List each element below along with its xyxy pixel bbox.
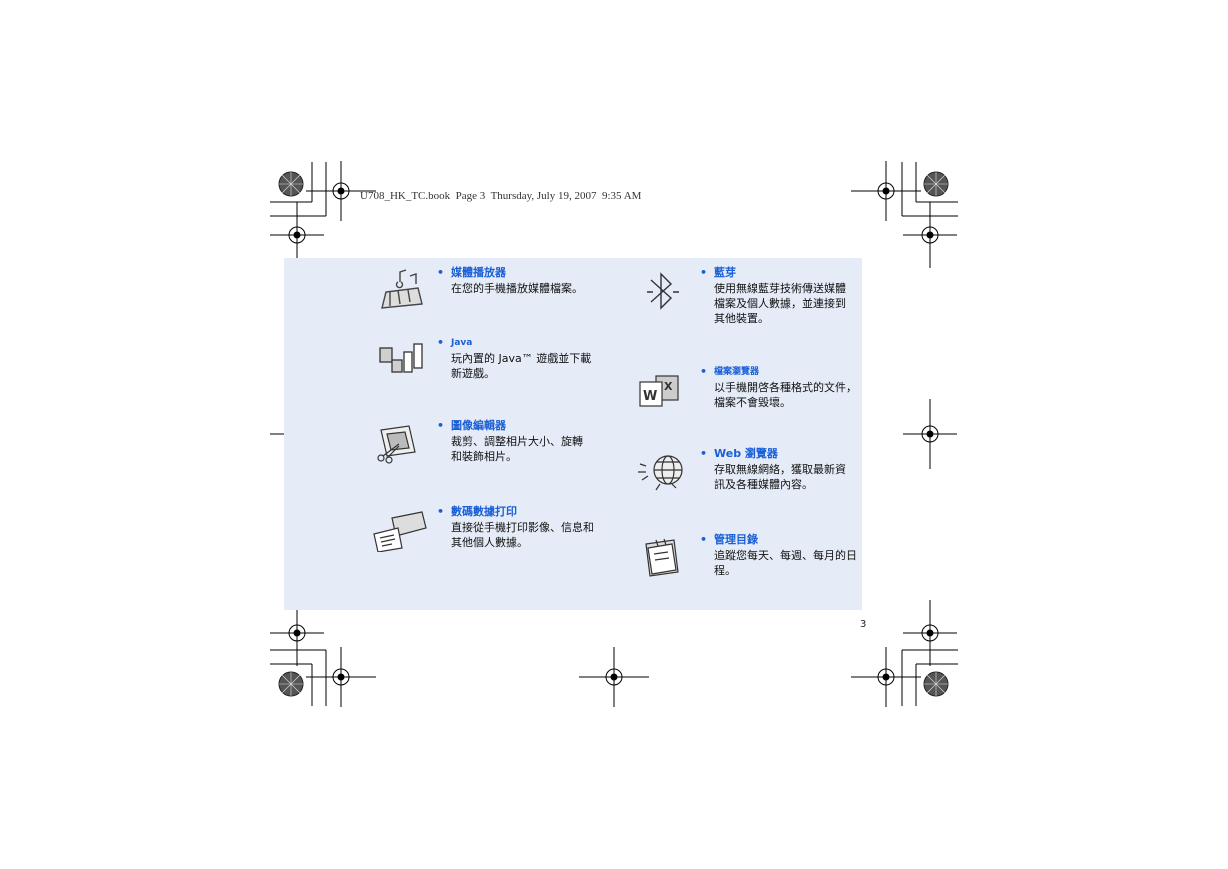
feature-desc: 裁剪、調整相片大小、旋轉和裝飾相片。 <box>451 435 583 463</box>
page-number: 3 <box>860 619 867 630</box>
page-header: U708_HK_TC.book Page 3 Thursday, July 19… <box>360 190 642 202</box>
printer-icon <box>373 511 427 552</box>
feature-desc: 以手機開啓各種格式的文件，檔案不會毀壞。 <box>714 381 857 409</box>
bullet: • <box>437 419 445 432</box>
feature-desc: 直接從手機打印影像、信息和其他個人數據。 <box>451 521 594 549</box>
feature-bluetooth: • 藍芽 使用無線藍芽技術傳送媒體檔案及個人數據，並連接到其他裝置。 <box>700 266 952 326</box>
feature-desc: 存取無線網絡，獲取最新資訊及各種媒體內容。 <box>714 463 846 491</box>
svg-text:W: W <box>643 389 657 404</box>
feature-desc: 玩內置的 Java™ 遊戲並下載新遊戲。 <box>451 352 592 380</box>
feature-media-player: • 媒體播放器 在您的手機播放媒體檔案。 <box>437 266 689 296</box>
feature-java: • Java 玩內置的 Java™ 遊戲並下載新遊戲。 <box>437 336 689 381</box>
svg-text:X: X <box>664 380 673 393</box>
music-note-icon <box>381 269 423 309</box>
bullet: • <box>437 505 445 518</box>
bullet: • <box>700 533 708 546</box>
feature-title: 管理目錄 <box>714 533 758 546</box>
bluetooth-icon <box>647 272 679 310</box>
photo-scissors-icon <box>377 425 416 464</box>
calendar-icon <box>645 538 679 577</box>
feature-desc: 追蹤您每天、每週、每月的日程。 <box>714 549 857 577</box>
bullet: • <box>437 266 445 279</box>
feature-title: 數碼數據打印 <box>451 505 517 518</box>
feature-desc: 在您的手機播放媒體檔案。 <box>451 282 583 295</box>
bullet: • <box>437 336 445 349</box>
globe-icon <box>638 455 683 491</box>
documents-icon: W X <box>639 375 679 407</box>
bullet: • <box>700 365 708 378</box>
feature-title: 檔案瀏覽器 <box>714 367 760 377</box>
feature-title: Web 瀏覽器 <box>714 447 778 460</box>
feature-digital-print: • 數碼數據打印 直接從手機打印影像、信息和其他個人數據。 <box>437 505 689 550</box>
feature-title: 媒體播放器 <box>451 266 506 279</box>
blocks-icon <box>379 343 423 373</box>
feature-title: 圖像編輯器 <box>451 419 506 432</box>
bullet: • <box>700 447 708 460</box>
feature-organiser: • 管理目錄 追蹤您每天、每週、每月的日程。 <box>700 533 952 578</box>
bullet: • <box>700 266 708 279</box>
feature-desc: 使用無線藍芽技術傳送媒體檔案及個人數據，並連接到其他裝置。 <box>714 282 846 325</box>
feature-title: Java <box>451 338 473 348</box>
feature-image-editor: • 圖像編輯器 裁剪、調整相片大小、旋轉和裝飾相片。 <box>437 419 689 464</box>
feature-title: 藍芽 <box>714 266 736 279</box>
feature-file-viewer: • 檔案瀏覽器 以手機開啓各種格式的文件，檔案不會毀壞。 <box>700 365 952 410</box>
feature-web-browser: • Web 瀏覽器 存取無線網絡，獲取最新資訊及各種媒體內容。 <box>700 447 952 492</box>
